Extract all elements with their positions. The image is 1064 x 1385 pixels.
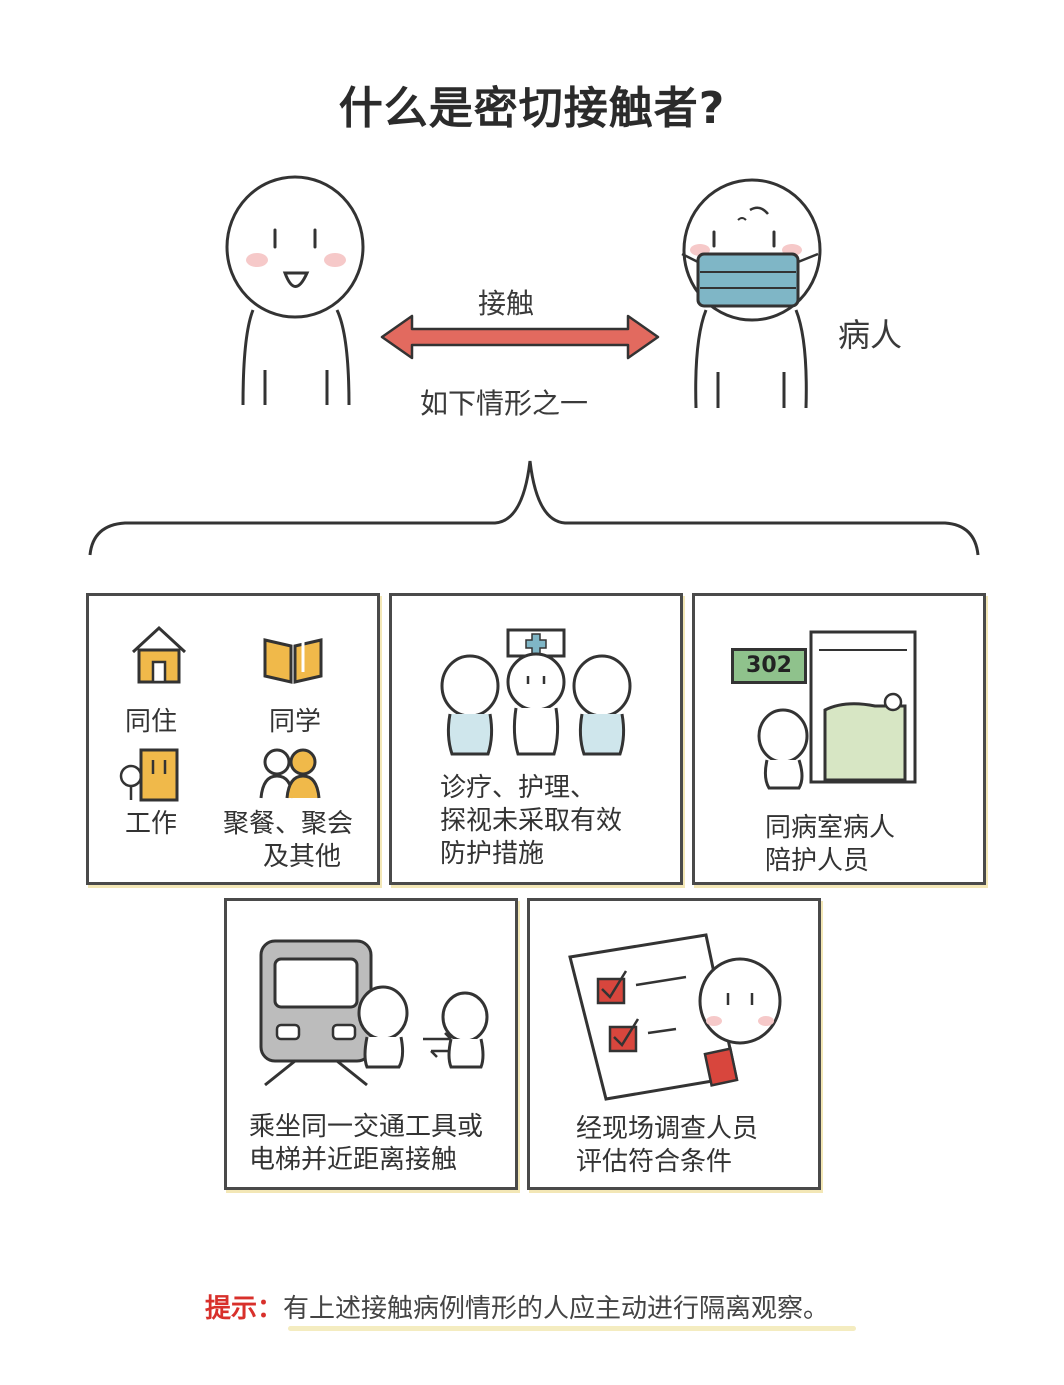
mask-icon: [696, 252, 800, 308]
patient-figure: [681, 178, 822, 409]
label-medical-care: 诊疗、护理、 探视未采取有效 防护措施: [440, 773, 623, 869]
label-same-ward: 同病室病人 陪护人员: [765, 813, 896, 876]
patient-label: 病人: [838, 316, 903, 354]
brace-connector: [88, 460, 980, 556]
label-gathering: 聚餐、聚会 及其他: [223, 809, 354, 872]
tip-label: 提示：: [205, 1294, 284, 1324]
label-shared-living: 同住: [125, 707, 178, 737]
book-icon: [263, 638, 323, 684]
situation-panel-same-ward: 302 同病室病人 陪护人员: [692, 593, 986, 885]
tip-underline: [288, 1326, 856, 1331]
situation-panel-medical-care: 诊疗、护理、 探视未采取有效 防护措施: [389, 593, 683, 885]
checklist-icon: [568, 933, 782, 1101]
people-group-icon: [259, 748, 321, 799]
condition-label: 如下情形之一: [420, 387, 589, 420]
room-number-sign: 302: [731, 648, 807, 684]
page-title: 什么是密切接触者?: [338, 83, 726, 134]
label-classmate: 同学: [269, 707, 322, 737]
train-icon: [259, 939, 489, 1087]
contact-label: 接触: [478, 287, 535, 320]
situation-panel-assessment: 经现场调查人员 评估符合条件: [527, 898, 821, 1190]
contact-arrow: [380, 314, 660, 360]
person-figure: [225, 175, 365, 406]
label-transport: 乘坐同一交通工具或 电梯并近距离接触: [249, 1112, 484, 1175]
situation-panel-transport: 乘坐同一交通工具或 电梯并近距离接触: [224, 898, 518, 1190]
label-assessment: 经现场调查人员 评估符合条件: [576, 1114, 759, 1177]
office-building-icon: [119, 748, 179, 802]
ward-bed-icon: [757, 630, 917, 790]
medical-staff-icon: [440, 628, 632, 756]
situation-panel-shared-living: 同住 同学 工作 聚餐、聚会 及其他: [86, 593, 380, 885]
house-icon: [131, 625, 187, 684]
tip-note: 提示：有上述接触病例情形的人应主动进行隔离观察。: [205, 1288, 829, 1325]
tip-text: 有上述接触病例情形的人应主动进行隔离观察。: [283, 1294, 830, 1324]
label-work: 工作: [125, 809, 178, 839]
